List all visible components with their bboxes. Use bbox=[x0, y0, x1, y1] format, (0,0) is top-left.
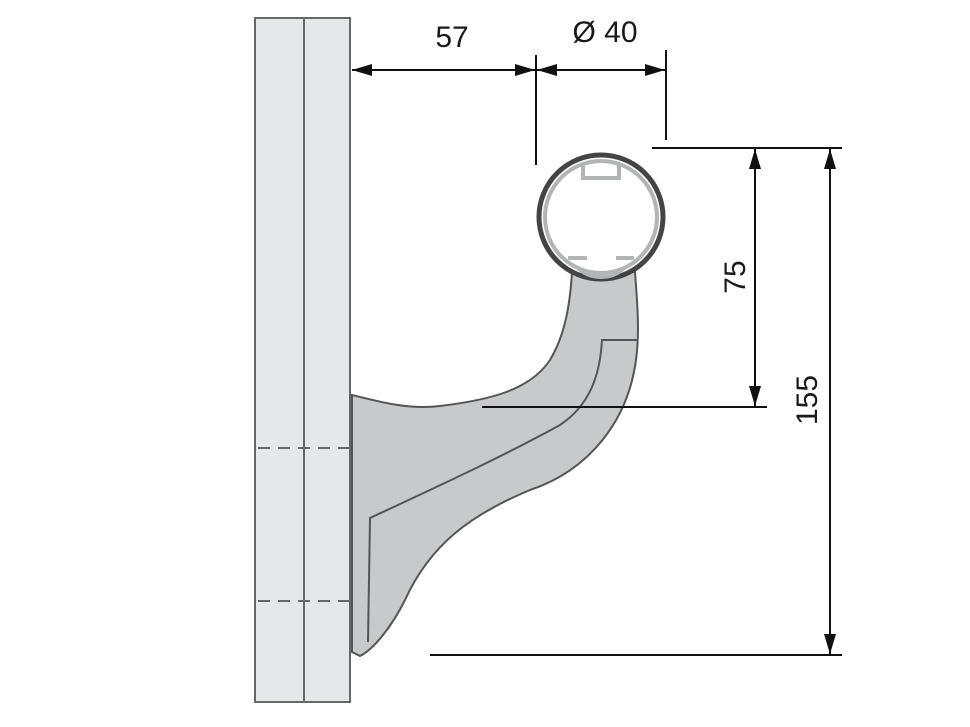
dim-75-label: 75 bbox=[719, 260, 752, 293]
handrail-profile bbox=[536, 152, 666, 282]
wall bbox=[254, 17, 378, 703]
dim-40-label: Ø 40 bbox=[572, 16, 637, 49]
dim-155-label: 155 bbox=[791, 375, 824, 425]
bracket bbox=[351, 271, 639, 658]
dim-57-label: 57 bbox=[435, 21, 468, 54]
dimension-lines bbox=[352, 50, 842, 656]
